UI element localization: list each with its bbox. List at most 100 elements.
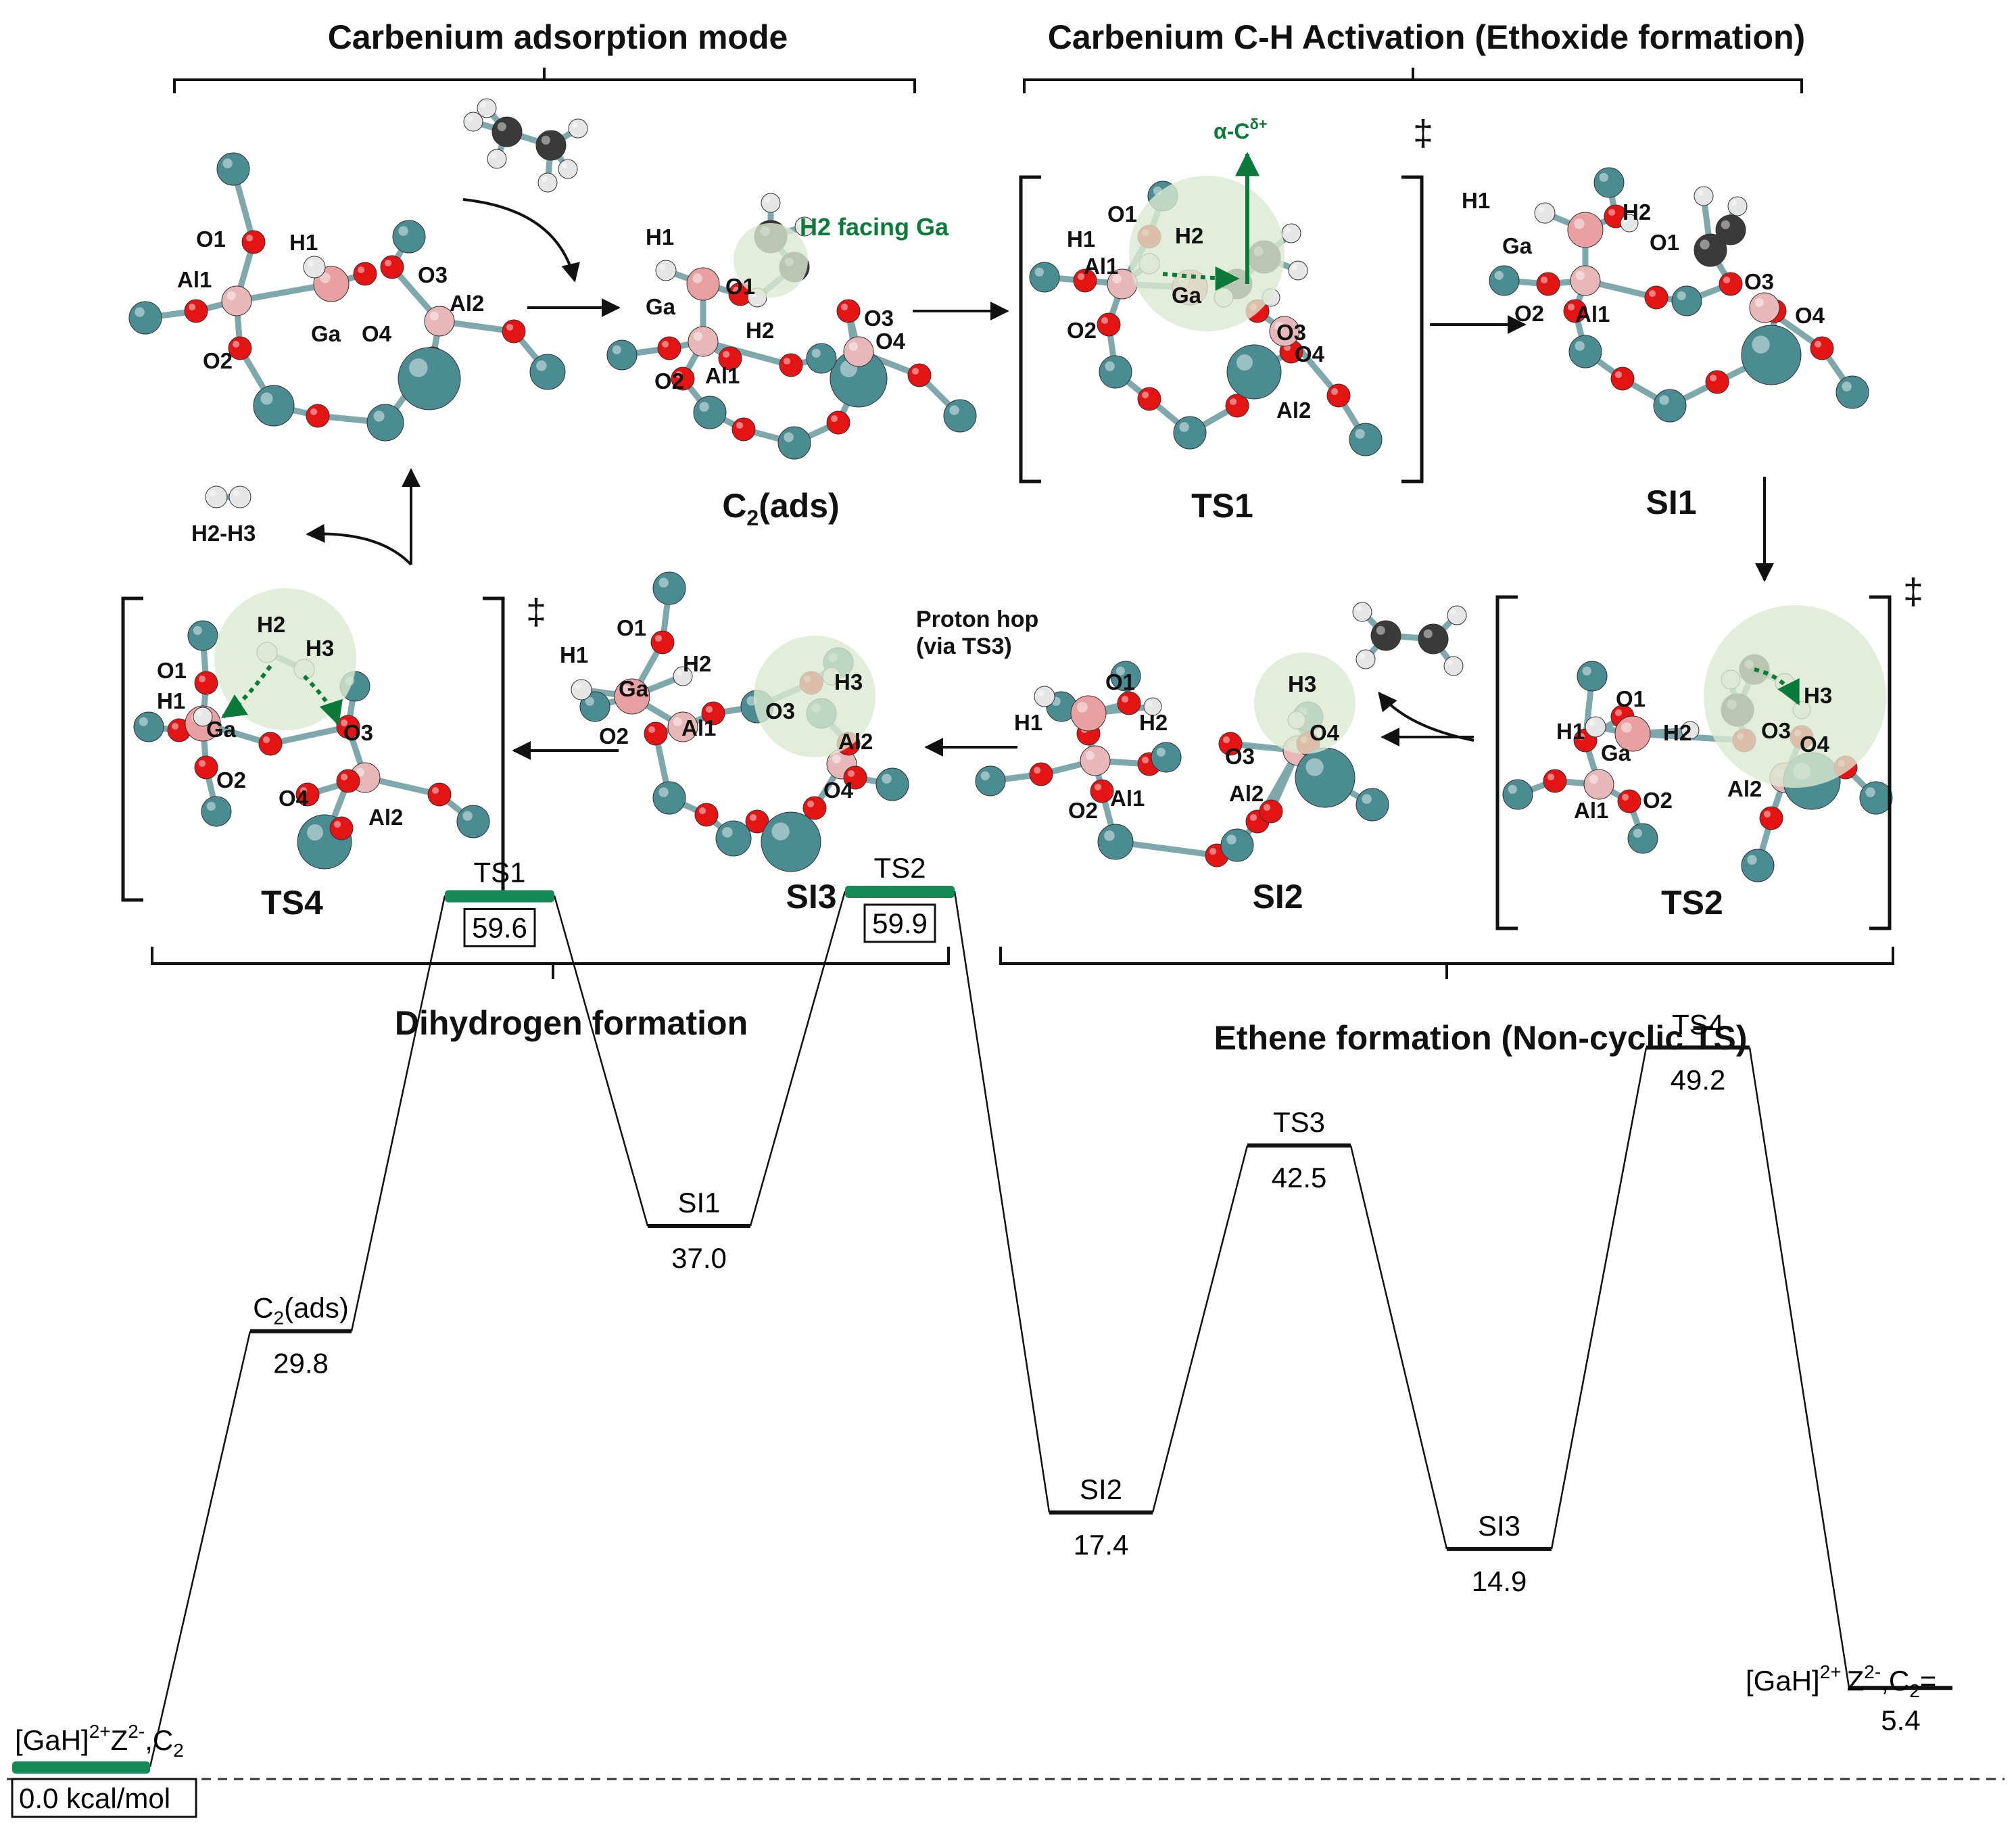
atom-highlight <box>1574 218 1585 229</box>
silicon-atom <box>652 571 686 605</box>
atom-highlight <box>398 226 408 236</box>
oxygen-atom <box>1137 387 1161 411</box>
oxygen-atom <box>1536 272 1560 296</box>
oxygen-atom <box>1090 779 1114 803</box>
oxygen-atom <box>295 782 320 807</box>
energy-connector <box>953 891 1051 1513</box>
aluminum-atom <box>1583 769 1614 800</box>
hydrogen-atom <box>571 679 592 701</box>
atom-label-o3: O3 <box>765 698 795 724</box>
atom-highlight <box>1709 374 1717 382</box>
highlight-region <box>1129 176 1285 331</box>
oxygen-atom <box>1326 383 1351 408</box>
atom-highlight <box>171 722 179 730</box>
hydrogen-atom <box>1727 196 1748 216</box>
hydrogen-transfer-path <box>1162 266 1240 291</box>
energy-value-box-ts2 <box>863 903 936 943</box>
oxygen-atom <box>228 336 252 360</box>
atom-highlight <box>798 220 805 227</box>
atom-highlight <box>1447 659 1454 666</box>
atom-label-o3: O3 <box>1761 718 1791 743</box>
atom-label-al1: Al1 <box>681 715 716 740</box>
energy-connector <box>553 895 649 1227</box>
label-part: C <box>253 1292 273 1324</box>
molecular-structures <box>128 98 1893 882</box>
atom-label-h2: H2 <box>746 318 774 343</box>
atom-highlight <box>848 341 858 351</box>
energy-label-si3: SI3 <box>1478 1510 1520 1542</box>
header-carbenium-adsorption: Carbenium adsorption mode <box>328 18 788 56</box>
brace-top-right <box>1023 68 1803 93</box>
atom-highlight <box>1141 391 1149 399</box>
oxygen-atom <box>657 336 681 360</box>
atom-highlight <box>648 726 656 734</box>
structure-ethane <box>463 98 588 193</box>
bracket-right <box>1869 595 1892 930</box>
atom-highlight <box>1105 361 1115 371</box>
annotation-via-ts3: (via TS3) <box>916 634 1012 659</box>
carbon-atom <box>1418 623 1449 655</box>
energy-connector <box>749 891 846 1227</box>
atom-label-ga: Ga <box>311 321 341 346</box>
silicon-atom <box>128 301 162 335</box>
label-ts4: TS4 <box>261 884 323 922</box>
bracket-left <box>1495 595 1518 930</box>
atom-highlight <box>1538 206 1545 213</box>
atom-label-h1: H1 <box>1014 710 1042 735</box>
atom-highlight <box>658 787 669 797</box>
atom-highlight <box>654 634 663 642</box>
atom-label-o4: O4 <box>362 321 392 346</box>
atom-label-o2: O2 <box>1514 301 1544 326</box>
gallium-atom <box>614 678 650 715</box>
hydrogen-atom <box>558 159 578 179</box>
oxygen-atom <box>826 410 850 435</box>
atom-highlight <box>333 820 341 828</box>
hydrogen-atom <box>537 172 558 193</box>
silicon-atom <box>761 811 821 872</box>
atom-highlight <box>749 813 757 822</box>
atom-highlight <box>1141 756 1149 764</box>
silicon-atom <box>943 399 977 433</box>
hydrogen-atom <box>1034 686 1055 707</box>
atom-highlight <box>705 705 713 713</box>
atom-highlight <box>1763 810 1771 818</box>
hydrogen-atom <box>1352 602 1372 622</box>
atom-highlight <box>310 408 318 416</box>
atom-label-o3: O3 <box>1744 269 1774 294</box>
silicon-atom <box>1859 781 1893 815</box>
atom-label-o1: O1 <box>1616 686 1646 711</box>
oxygen-atom <box>329 816 354 840</box>
ts2-double-dagger: ‡ <box>1903 571 1923 612</box>
atom-highlight <box>1355 429 1365 439</box>
label-c2ads: C2(ads) <box>722 487 839 530</box>
energy-profile: C2(ads)29.8TS159.6SI137.0TS259.9SI217.4T… <box>7 852 2005 1780</box>
oxygen-atom <box>1218 732 1243 756</box>
atom-highlight <box>1697 189 1704 196</box>
atom-highlight <box>847 769 855 778</box>
bracket-left <box>121 596 143 902</box>
oxygen-atom <box>306 404 330 428</box>
atom-highlight <box>198 675 206 683</box>
aluminum-atom <box>667 711 698 742</box>
atom-highlight <box>659 264 666 270</box>
atom-highlight <box>1115 666 1125 676</box>
atom-label-h1: H1 <box>1556 719 1585 744</box>
atom-highlight <box>1547 773 1555 781</box>
atom-highlight <box>1621 722 1632 733</box>
energy-connector <box>350 895 446 1331</box>
label-si1: SI1 <box>1646 483 1696 521</box>
atom-label-ga: Ga <box>1502 233 1533 258</box>
energy-level-ts1 <box>445 890 554 903</box>
atom-highlight <box>698 807 706 815</box>
atom-highlight <box>661 340 669 348</box>
silicon-atom <box>1489 265 1520 296</box>
oxygen-atom <box>1097 312 1121 337</box>
aluminum-atom <box>1749 292 1780 323</box>
aluminum-atom <box>1570 265 1601 296</box>
brace-bottom-left <box>151 947 950 979</box>
atom-label-o3: O3 <box>1276 320 1306 345</box>
atom-label-o2: O2 <box>216 767 246 792</box>
atom-highlight <box>882 774 892 784</box>
atom-highlight <box>541 135 550 145</box>
